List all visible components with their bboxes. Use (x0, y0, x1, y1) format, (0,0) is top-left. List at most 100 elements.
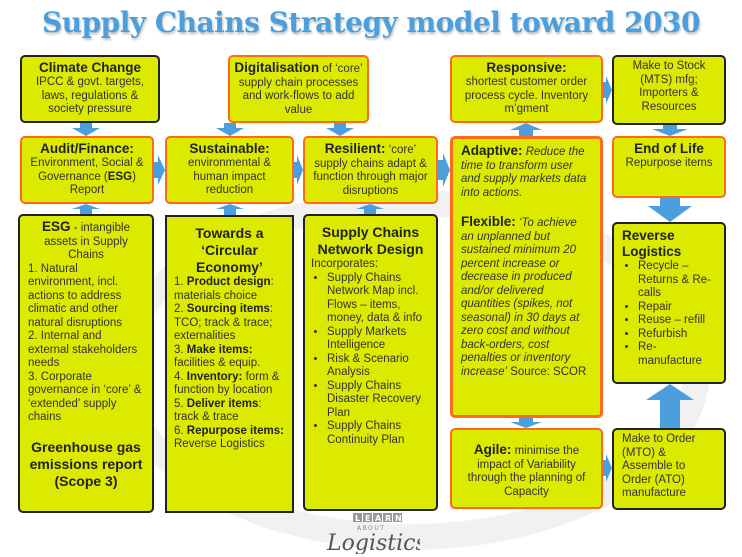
agile-box: Agile: minimise the impact of Variabilit… (450, 428, 603, 509)
sustainable-body: environmental & human impact reduction (187, 157, 272, 196)
esg-point: 2. Internal and external stakeholders ne… (28, 330, 138, 369)
reverse-item: Re-manufacture (638, 341, 716, 368)
circular-item-num: 4. (174, 370, 187, 383)
audit-finance-box: Audit/Finance: Environment, Social & Gov… (20, 136, 154, 204)
circular-item-bold: Inventory: (186, 370, 243, 383)
arrow-audit-to-sustainable (154, 155, 165, 185)
resilient-box: Resilient: ‘core’ supply chains adapt & … (303, 136, 438, 204)
circular-item-num: 5. (174, 397, 187, 410)
circular-item-text: facilities & equip. (174, 357, 261, 369)
arrow-climate-to-audit (72, 123, 100, 136)
reverse-heading: Reverse Logistics (622, 228, 682, 259)
circular-item-text: : materials choice (174, 276, 274, 302)
reverse-logistics-box: Reverse Logistics Recycle – Returns & Re… (612, 222, 726, 384)
responsive-body: shortest customer order process cycle. I… (464, 76, 589, 115)
reverse-item: Repair (638, 301, 716, 315)
sustainable-box: Sustainable: environmental & human impac… (165, 136, 294, 204)
reverse-item: Reuse – refill (638, 314, 716, 328)
arrow-responsive-to-mts (603, 76, 612, 104)
arrow-adaptive-to-responsive (510, 123, 542, 136)
esg-box: ESG - intangible assets in Supply Chains… (18, 214, 154, 513)
svg-text:Logistics: Logistics (326, 531, 420, 554)
circular-item-text: : TCO; track & trace; externalities (174, 303, 274, 342)
circular-item-text: form & function by location (174, 370, 280, 397)
digitalisation-box: Digitalisation of ‘core’ supply chain pr… (228, 55, 369, 123)
esg-intro: - intangible assets in Supply Chains (44, 222, 130, 261)
circular-item-bold: Make items: (186, 343, 253, 356)
arrow-endoflife-to-reverse (648, 198, 692, 222)
svg-text:L: L (355, 514, 360, 523)
resilient-body: ‘core’ supply chains adapt & function th… (313, 144, 428, 197)
arrow-sustainable-to-resilient (294, 155, 303, 185)
audit-text: Environment, Social & Governance ( (30, 157, 144, 183)
esg-footer: Greenhouse gas emissions report (Scope 3… (29, 438, 143, 489)
agile-heading: Agile: (473, 442, 512, 457)
climate-body: IPCC & govt. targets, laws, regulations … (35, 76, 144, 115)
mts-body: Make to Stock (MTS) mfg; Importers & Res… (632, 60, 706, 113)
reverse-item: Recycle – Returns & Re-calls (638, 260, 716, 301)
esg-point: 3. Corporate governance in ‘core’ & ‘ext… (28, 370, 142, 424)
end-of-life-heading: End of Life (634, 141, 704, 156)
network-item: Supply Chains Continuity Plan (327, 420, 430, 447)
svg-text:R: R (385, 514, 391, 523)
circular-item-text: : track & trace (174, 397, 262, 424)
reverse-item: Refurbish (638, 328, 716, 342)
adaptive-body: Reduce the time to transform user and su… (461, 146, 587, 199)
svg-text:A: A (375, 514, 382, 523)
arrow-adaptive-to-agile (510, 418, 542, 428)
circular-item-bold: Product design (186, 276, 271, 288)
audit-body: Environment, Social & Governance (ESG) R… (26, 157, 148, 198)
arrow-digital-to-resilient (326, 123, 354, 136)
circular-item: 1. Product design: materials choice (174, 276, 285, 303)
arrow-mts-to-endoflife (652, 125, 688, 136)
svg-text:ABOUT: ABOUT (357, 525, 385, 532)
make-to-stock-box: Make to Stock (MTS) mfg; Importers & Res… (612, 55, 726, 125)
digital-body: of ‘core’ supply chain processes and wor… (238, 63, 363, 116)
arrow-esg-to-audit (72, 204, 100, 214)
responsive-heading: Responsive: (486, 60, 567, 75)
reverse-list: Recycle – Returns & Re-calls Repair Reus… (622, 260, 716, 368)
network-intro: Incorporates: (311, 258, 379, 270)
sustainable-heading: Sustainable: (189, 141, 270, 156)
esg-heading: ESG (42, 219, 71, 234)
circular-item: 3. Make items: facilities & equip. (174, 344, 285, 371)
adaptive-heading: Adaptive: (461, 143, 523, 158)
responsive-box: Responsive: shortest customer order proc… (450, 55, 603, 123)
flexible-heading: Flexible: (461, 214, 516, 229)
circular-item-num: 2. (174, 303, 187, 315)
svg-text:E: E (365, 514, 370, 523)
adaptive-flexible-box: Adaptive: Reduce the time to transform u… (450, 136, 603, 418)
svg-text:N: N (395, 514, 402, 523)
climate-change-box: Climate Change IPCC & govt. targets, law… (20, 55, 160, 123)
circular-item-num: 1. (174, 276, 187, 288)
esg-point: 1. Natural environment, incl. actions to… (28, 262, 122, 329)
network-heading: Supply Chains Network Design (317, 224, 424, 257)
audit-heading: Audit/Finance: (40, 141, 134, 156)
network-item: Supply Chains Disaster Recovery Plan (327, 380, 430, 421)
circular-item-bold: Repurpose items: (186, 424, 284, 437)
page-title: Supply Chains Strategy model toward 2030 (41, 6, 701, 39)
end-of-life-box: End of Life Repurpose items (612, 136, 726, 198)
arrow-digital-to-sustainable (216, 123, 244, 136)
circular-item: 6. Repurpose items: Reverse Logistics (174, 425, 285, 452)
circular-item-text: Reverse Logistics (174, 438, 265, 450)
circular-item: 2. Sourcing items: TCO; track & trace; e… (174, 303, 285, 344)
make-to-order-box: Make to Order (MTO) & Assemble to Order … (612, 428, 726, 510)
circular-heading: Towards a ‘Circular Economy’ (195, 225, 264, 275)
arrow-agile-to-mto (603, 454, 612, 482)
climate-heading: Climate Change (38, 60, 142, 75)
resilient-heading: Resilient: (324, 141, 386, 156)
end-of-life-body: Repurpose items (625, 157, 713, 169)
network-item: Supply Markets Intelligence (327, 326, 430, 353)
circular-item-num: 3. (174, 343, 187, 356)
network-item: Supply Chains Network Map incl. Flows – … (327, 272, 430, 326)
audit-esg: ESG (107, 170, 133, 183)
network-list: Supply Chains Network Map incl. Flows – … (311, 272, 430, 448)
circular-item: 4. Inventory: form & function by locatio… (174, 371, 285, 398)
mto-body: Make to Order (MTO) & Assemble to Order … (622, 433, 696, 499)
circular-item: 5. Deliver items: track & trace (174, 398, 285, 425)
